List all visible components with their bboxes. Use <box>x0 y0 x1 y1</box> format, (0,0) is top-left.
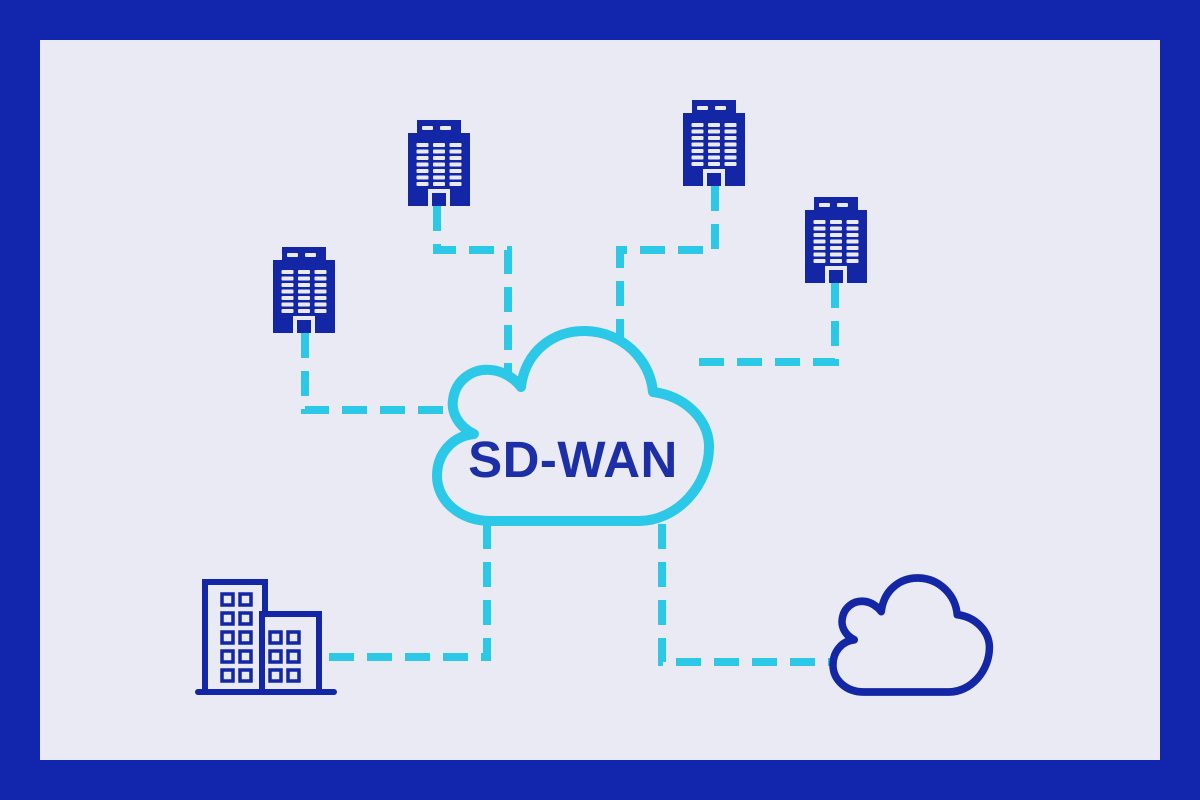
branch-office-icon-2 <box>406 118 472 208</box>
connection-branch3-hub <box>616 186 719 338</box>
connection-headquarters-hub <box>318 524 491 661</box>
connection-branch2-hub <box>433 206 512 378</box>
branch-office-icon-1 <box>271 245 337 335</box>
connection-branch1-hub <box>301 333 488 414</box>
branch-office-icon-4 <box>803 195 869 285</box>
sdwan-hub-label: SD-WAN <box>468 431 678 488</box>
headquarters-buildings-icon <box>195 579 337 695</box>
connection-branch4-hub <box>695 283 839 366</box>
branch-office-icon-3 <box>681 98 747 188</box>
connection-remotecloud-hub <box>658 524 840 666</box>
